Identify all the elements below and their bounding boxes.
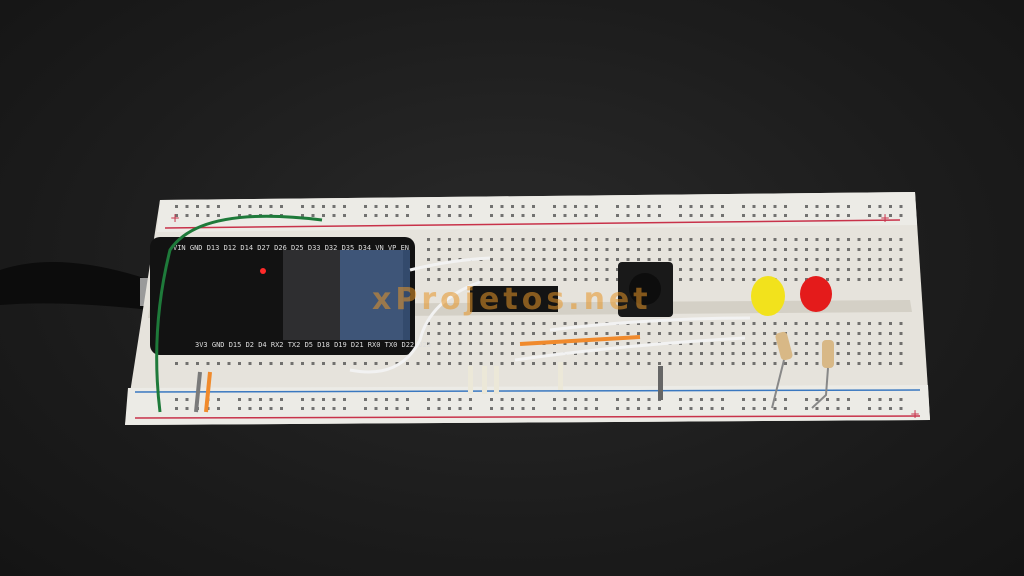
watermark: xProjetos.net bbox=[372, 282, 652, 317]
svg-text:+: + bbox=[910, 407, 920, 421]
svg-text:+: + bbox=[880, 211, 890, 225]
svg-text:+: + bbox=[170, 211, 180, 225]
esp32-top-pin-labels: VIN GND D13 D12 D14 D27 D26 D25 D33 D32 … bbox=[173, 244, 409, 252]
esp32-bottom-pin-labels: 3V3 GND D15 D2 D4 RX2 TX2 D5 D18 D19 D21… bbox=[195, 341, 431, 349]
